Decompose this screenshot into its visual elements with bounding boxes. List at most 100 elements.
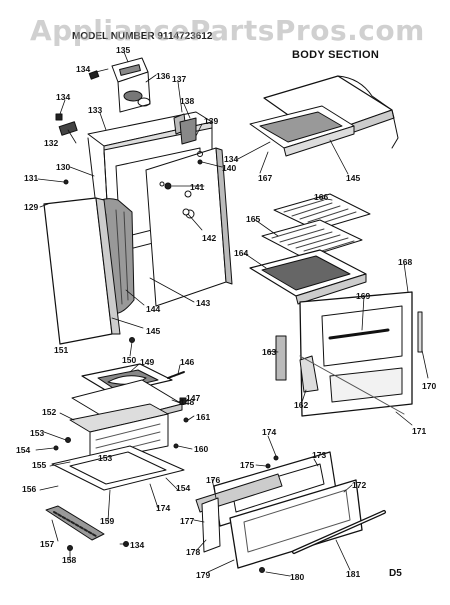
callout-169: 169 — [356, 291, 370, 301]
leader — [149, 277, 195, 303]
drawer-rail-front — [89, 413, 169, 463]
range-body-assembly — [43, 111, 233, 345]
top-rear-parts — [55, 57, 197, 145]
callout-134: 134 — [224, 154, 238, 164]
callout-160: 160 — [194, 444, 208, 454]
leader — [51, 519, 59, 542]
drawer-panel-179 — [229, 479, 363, 569]
callout-148: 148 — [180, 397, 194, 407]
clip-134b — [55, 113, 63, 121]
callout-168: 168 — [398, 257, 412, 267]
cabinet-edge — [87, 137, 97, 207]
leader — [243, 252, 267, 269]
leader — [49, 461, 71, 467]
leader — [235, 141, 271, 161]
leader — [403, 262, 409, 293]
leader — [183, 103, 191, 119]
callout-154: 154 — [176, 483, 190, 493]
callout-144: 144 — [146, 304, 160, 314]
leader — [395, 411, 413, 426]
leader — [59, 99, 66, 115]
callout-181: 181 — [346, 569, 360, 579]
leader — [253, 218, 279, 237]
drawer-side-177 — [201, 497, 221, 553]
leader — [267, 435, 277, 457]
callout-147: 147 — [186, 393, 200, 403]
callout-151: 151 — [54, 345, 68, 355]
back-panel-side — [215, 147, 233, 285]
section-title: BODY SECTION — [292, 49, 380, 61]
leader — [207, 559, 235, 573]
leader — [329, 139, 349, 175]
callout-174: 174 — [156, 503, 170, 513]
leader — [313, 458, 319, 467]
callout-140: 140 — [222, 163, 236, 173]
callout-171: 171 — [412, 426, 426, 436]
callout-150: 150 — [122, 355, 136, 365]
callout-134: 134 — [130, 540, 144, 550]
callout-164: 164 — [234, 248, 248, 258]
screw-141 — [164, 182, 172, 190]
leader — [69, 166, 95, 177]
leader — [301, 389, 307, 403]
callout-172: 172 — [352, 480, 366, 490]
leader — [211, 478, 217, 499]
drawer-front-inner — [231, 463, 325, 513]
burner-box-inner — [259, 111, 343, 143]
door-hinge-170 — [417, 311, 423, 353]
leader — [195, 539, 207, 552]
screw-175 — [265, 463, 271, 469]
burner-box-front — [283, 125, 355, 157]
callout-153: 153 — [30, 428, 44, 438]
leader — [361, 295, 365, 331]
callout-132: 132 — [44, 138, 58, 148]
callout-131: 131 — [24, 173, 38, 183]
door-hinge-163 — [275, 335, 287, 381]
back-panel-hole — [159, 181, 165, 187]
callout-136: 136 — [156, 71, 170, 81]
rack-166-wires — [283, 199, 357, 226]
callout-162: 162 — [294, 400, 308, 410]
callout-130: 130 — [56, 162, 70, 172]
callout-177: 177 — [180, 516, 194, 526]
leader — [315, 196, 333, 201]
leader — [67, 129, 77, 144]
screw-174 — [273, 455, 279, 461]
leader — [145, 74, 157, 83]
diagram-code: D5 — [389, 568, 402, 579]
callout-176: 176 — [206, 475, 220, 485]
leader — [39, 485, 59, 491]
callout-142: 142 — [202, 233, 216, 243]
callout-154: 154 — [16, 445, 30, 455]
screw-161 — [183, 417, 189, 423]
callout-153: 153 — [98, 453, 112, 463]
callout-161: 161 — [196, 412, 210, 422]
callout-134: 134 — [76, 64, 90, 74]
oven-door-handle-169 — [328, 328, 390, 340]
side-panel-edge — [95, 197, 121, 335]
leader — [107, 489, 111, 522]
drawer-panel-inner — [243, 489, 351, 553]
leader — [43, 431, 67, 441]
drawer-bottom-159 — [51, 445, 185, 491]
leader — [111, 317, 144, 329]
screw-154 — [53, 445, 59, 451]
rack-165-wires — [271, 224, 355, 255]
leader — [201, 161, 223, 168]
oven-door-assembly — [275, 291, 423, 417]
oven-racks — [249, 193, 371, 305]
screw-180 — [259, 567, 265, 573]
leader — [123, 51, 129, 63]
door-seal-171 — [299, 355, 405, 415]
leader — [177, 364, 181, 375]
callout-170: 170 — [422, 381, 436, 391]
flue-duct-opening — [123, 90, 143, 102]
broiler-pan-front — [295, 273, 367, 305]
screw-160 — [173, 443, 179, 449]
leader — [187, 415, 195, 421]
cooktop-right-side — [391, 109, 399, 149]
callout-138: 138 — [180, 96, 194, 106]
callout-labels: 135 134 136 137 134 138 133 139 132 130 … — [16, 45, 436, 582]
leader — [177, 81, 183, 113]
